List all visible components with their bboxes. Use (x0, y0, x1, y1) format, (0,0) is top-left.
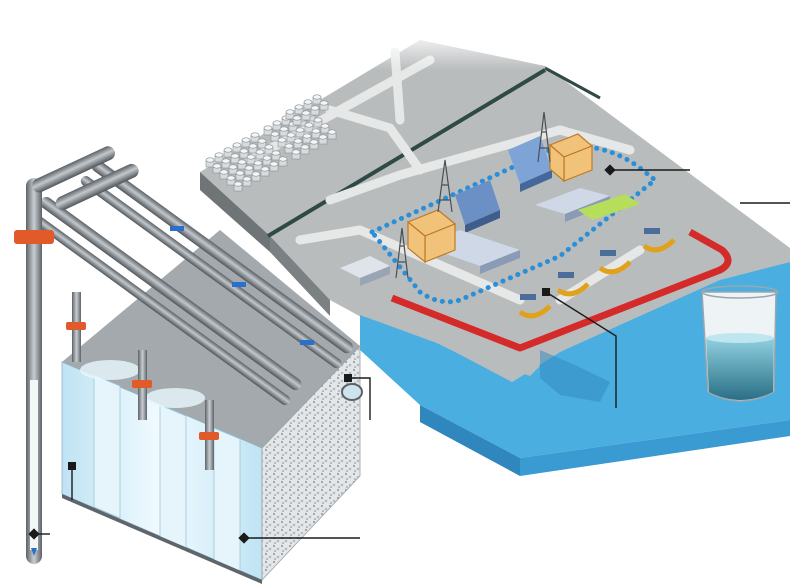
storage-tank-top (269, 161, 279, 167)
storage-tank-top (230, 153, 240, 159)
storage-tank-top (232, 142, 242, 148)
site-ground-edge-left (200, 172, 270, 252)
storage-tank-top (251, 171, 261, 177)
storage-tank-top (292, 115, 302, 121)
storage-tank-top (291, 149, 301, 155)
storage-tank-top (311, 128, 321, 134)
site-seam-2 (544, 66, 601, 100)
storage-tank-top (313, 117, 323, 123)
site-ground-edge-mid (270, 236, 330, 316)
leader-markers (28, 164, 616, 544)
site-fade (300, 30, 600, 70)
storage-tank-top (237, 159, 247, 165)
freeze-pipe-icon (29, 160, 363, 470)
storage-tank-top (250, 132, 260, 138)
storage-tank-top (295, 127, 305, 133)
storage-tank-top (279, 126, 289, 132)
storage-tank-top (301, 110, 311, 116)
storage-tank-top (310, 105, 320, 111)
storage-tank-top (319, 100, 329, 106)
grass-patch (578, 194, 640, 220)
storage-tank-top (320, 123, 330, 129)
storage-tank-top (262, 155, 272, 161)
leader-pipe-end (348, 377, 371, 420)
leader-intake (545, 291, 617, 408)
storage-tank-top (302, 133, 312, 139)
tank-farm: /* placeholder for generated tanks */ (205, 94, 337, 192)
scaffold-cubes (406, 133, 594, 264)
plant-site: /* placeholder for generated tanks */ (200, 30, 790, 476)
storage-tank-top (235, 170, 245, 176)
gravel-side-face (261, 345, 361, 582)
storage-tank-top (214, 152, 224, 158)
storage-tank-top (263, 125, 273, 131)
storage-tank-top (304, 122, 314, 128)
sea-surface (360, 262, 790, 458)
ice-columns (93, 374, 241, 572)
sea-front (420, 405, 520, 476)
storage-tank-top (239, 148, 249, 154)
leader-lines (34, 169, 790, 539)
sea-side (520, 420, 790, 476)
storage-tank-top (241, 137, 251, 143)
coastal-barrier (390, 228, 732, 352)
storage-tank-top (327, 129, 337, 135)
lattice-towers (395, 111, 551, 279)
storage-tank-top (312, 94, 322, 100)
intake-structures (518, 228, 676, 319)
storage-tank-top (285, 109, 295, 115)
storage-tank-top (255, 149, 265, 155)
storage-tank-top (219, 169, 229, 175)
storage-tank-top (277, 137, 287, 143)
water-beaker-icon (701, 285, 779, 402)
freeze-pipe-detail (14, 146, 139, 564)
freeze-wall-block (61, 230, 361, 584)
storage-tank-top (270, 131, 280, 137)
storage-tank-top (309, 139, 319, 145)
storage-tank-top (233, 181, 243, 187)
storage-tank-top (212, 163, 222, 169)
storage-tank-top (300, 144, 310, 150)
storage-tank-top (294, 104, 304, 110)
storage-tank-top (286, 132, 296, 138)
storage-tank-top (284, 143, 294, 149)
storage-tank-top (228, 164, 238, 170)
storage-tank-top (253, 160, 263, 166)
storage-tank-top (257, 138, 267, 144)
storage-tank-top (293, 138, 303, 144)
storage-tank-top (264, 144, 274, 150)
storage-tank-top (248, 143, 258, 149)
harbor-inlet (540, 350, 610, 402)
storage-tank-top (303, 99, 313, 105)
storage-tank-top (223, 147, 233, 153)
storage-tank-top (244, 165, 254, 171)
storage-tank-top (242, 176, 252, 182)
storage-tank-top (246, 154, 256, 160)
pier (360, 300, 540, 376)
storage-tank-top (205, 157, 215, 163)
storage-tank-top (260, 166, 270, 172)
storage-tank-top (221, 158, 231, 164)
storage-tank-top (226, 175, 236, 181)
storage-tank-top (318, 134, 328, 140)
storage-tank-top (271, 150, 281, 156)
storage-tank-top (272, 120, 282, 126)
storage-tank-top (278, 156, 288, 162)
